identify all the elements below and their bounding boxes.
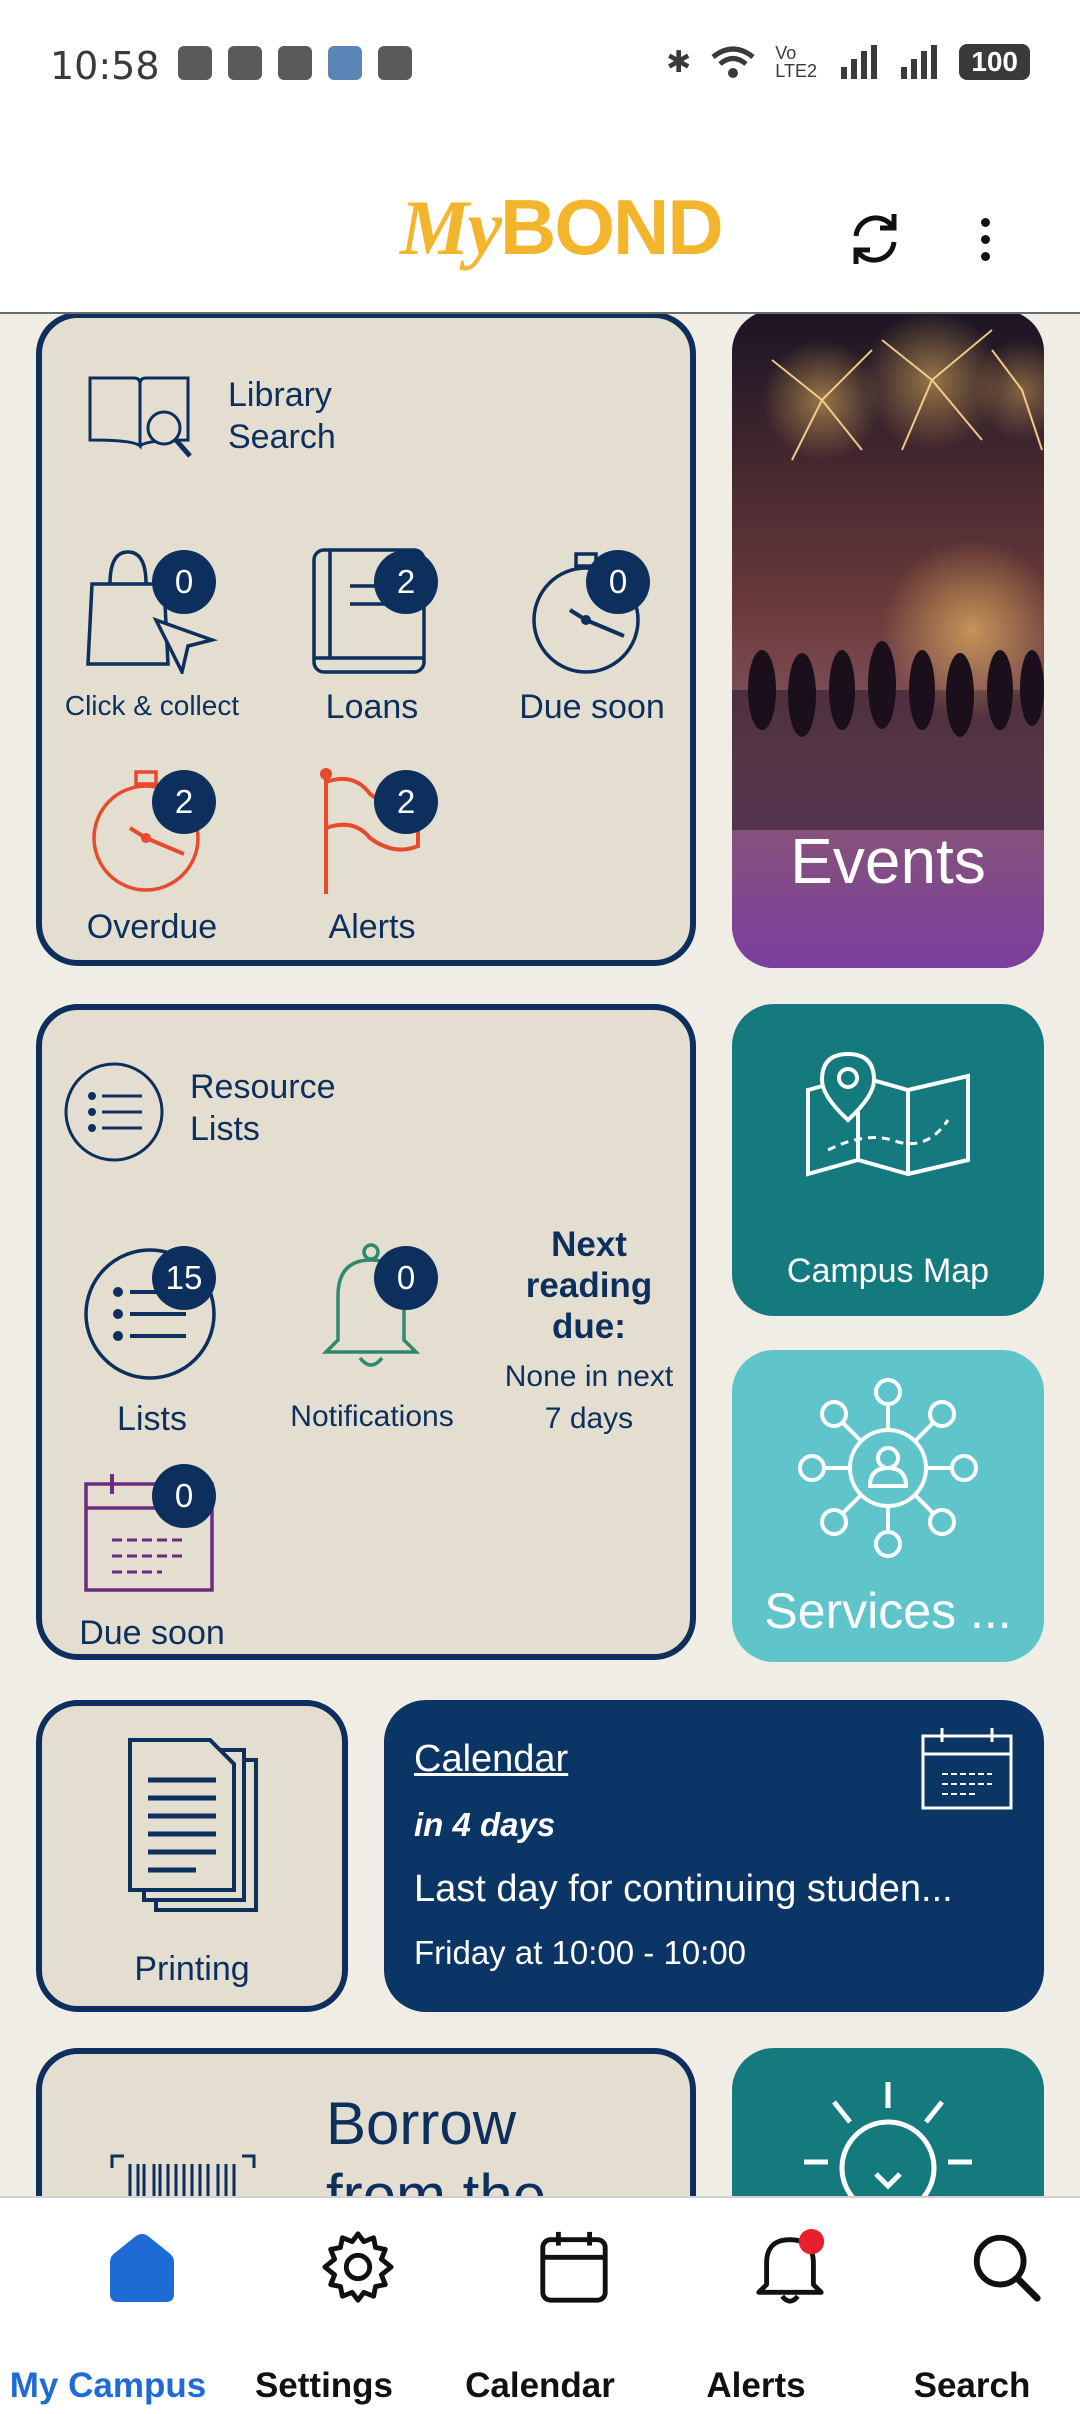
due-soon-label: Due soon xyxy=(519,688,665,726)
signal-icon xyxy=(841,45,878,79)
click-collect-badge: 0 xyxy=(152,550,216,614)
nav-calendar-label: Calendar xyxy=(465,2366,615,2405)
notifications-label: Notifications xyxy=(290,1400,454,1433)
car-icon xyxy=(228,46,262,80)
map-pin-icon xyxy=(806,1051,970,1177)
nav-alerts-label: Alerts xyxy=(706,2366,806,2405)
alerts-label: Alerts xyxy=(328,908,416,946)
services-network-icon xyxy=(798,1378,978,1558)
printing-label: Printing xyxy=(134,1950,250,1988)
stopwatch-icon xyxy=(532,552,640,674)
network-label: Vo LTE2 xyxy=(775,43,817,81)
status-time: 10:58 xyxy=(50,44,160,88)
calendar-card-event: Last day for continuing studen... xyxy=(414,1868,953,1910)
fireworks-image xyxy=(732,314,1044,968)
events-tile[interactable]: Events xyxy=(732,314,1044,968)
nav-my-campus-label: My Campus xyxy=(9,2366,207,2405)
system-icons: ✱ Vo LTE2 100 xyxy=(666,44,1030,80)
calendar-card-time: Friday at 10:00 - 10:00 xyxy=(414,1934,747,1971)
bluetooth-icon: ✱ xyxy=(666,45,692,79)
events-label: Events xyxy=(790,825,986,897)
notifications-badge: 0 xyxy=(374,1246,438,1310)
overdue-stopwatch-icon xyxy=(92,770,200,892)
search-icon xyxy=(973,2234,1041,2302)
home-icon xyxy=(110,2234,174,2302)
click-collect-label: Click & collect xyxy=(64,690,240,721)
nav-alerts[interactable]: Alerts xyxy=(648,2228,864,2405)
app-icon xyxy=(328,46,362,80)
calendar-card[interactable]: Calendar in 4 days Last day for continui… xyxy=(384,1700,1044,2012)
bell-nav-icon xyxy=(756,2228,825,2304)
flag-icon xyxy=(320,768,420,894)
wifi-icon xyxy=(711,46,755,78)
overdue-label: Overdue xyxy=(86,908,218,946)
due-soon-lists-badge: 0 xyxy=(152,1464,216,1528)
bottom-navigation: My Campus Settings Calendar Alerts Searc… xyxy=(0,2196,1080,2414)
library-search-icon xyxy=(88,376,192,458)
calendar-icon xyxy=(921,1728,1013,1810)
due-soon-lists-label: Due soon xyxy=(79,1614,225,1652)
book-icon xyxy=(312,548,426,674)
lists-badge: 15 xyxy=(152,1246,216,1310)
signal-icon xyxy=(901,45,938,79)
calendar-nav-icon xyxy=(540,2231,608,2303)
nav-search[interactable]: Search xyxy=(864,2228,1080,2405)
calendar-card-title[interactable]: Calendar xyxy=(414,1738,569,1780)
barcode-icon xyxy=(110,2154,256,2196)
nav-my-campus[interactable]: My Campus xyxy=(0,2228,216,2405)
gear-icon xyxy=(322,2231,394,2303)
notification-icon xyxy=(178,46,212,80)
nav-search-label: Search xyxy=(913,2366,1031,2405)
campus-map-tile[interactable]: Campus Map xyxy=(732,1004,1044,1316)
calendar-small-icon xyxy=(378,46,412,80)
overflow-menu-icon[interactable] xyxy=(960,206,1010,272)
ideas-tile[interactable] xyxy=(732,2048,1044,2196)
lists-label: Lists xyxy=(117,1400,187,1438)
services-tile[interactable]: Services ... xyxy=(732,1350,1044,1662)
printing-tile[interactable]: Printing xyxy=(36,1700,348,2012)
nav-settings[interactable]: Settings xyxy=(216,2228,432,2405)
alerts-badge: 2 xyxy=(374,770,438,834)
mybond-logo: MyBOND xyxy=(400,183,724,271)
list-circle-icon xyxy=(64,1062,164,1162)
notification-icon xyxy=(278,46,312,80)
battery-indicator: 100 xyxy=(959,44,1030,80)
due-soon-badge: 0 xyxy=(586,550,650,614)
lists-icon xyxy=(84,1248,216,1380)
notification-icons xyxy=(178,46,412,80)
calendar-due-icon xyxy=(84,1474,214,1592)
refresh-icon[interactable] xyxy=(842,206,908,272)
overdue-badge: 2 xyxy=(152,770,216,834)
documents-icon xyxy=(128,1738,258,1912)
nav-settings-label: Settings xyxy=(254,2366,394,2405)
status-bar: 10:58 ✱ Vo LTE2 100 xyxy=(0,0,1080,140)
calendar-card-when: in 4 days xyxy=(414,1806,556,1843)
campus-map-label: Campus Map xyxy=(786,1252,990,1290)
lightbulb-icon xyxy=(804,2082,972,2196)
app-bar: MyBOND xyxy=(0,140,1080,314)
loans-label: Loans xyxy=(325,688,419,726)
services-label: Services ... xyxy=(764,1583,1012,1639)
nav-calendar[interactable]: Calendar xyxy=(432,2228,648,2405)
shopping-bag-icon xyxy=(86,550,219,674)
loans-badge: 2 xyxy=(374,550,438,614)
